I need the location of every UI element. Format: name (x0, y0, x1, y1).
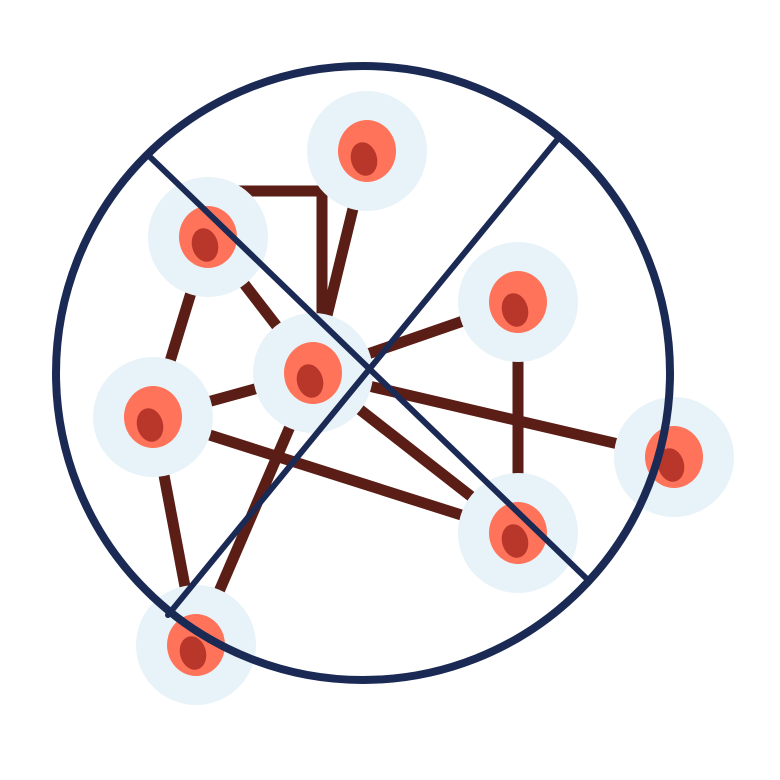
cell-n-right-upper (458, 242, 578, 362)
cell-n-upper-left (148, 177, 268, 297)
cell-nucleus (136, 408, 164, 442)
link-n-center-n-far-right (311, 367, 676, 463)
prohibition-sign (52, 62, 674, 684)
cell-nucleus (179, 636, 207, 670)
nodes-layer (93, 91, 734, 705)
ban-circle (52, 62, 674, 684)
link-bracket (232, 185, 328, 330)
ban-slash-up (165, 137, 560, 618)
link-n-left-n-lower-right (151, 411, 520, 539)
cell-nucleus (191, 228, 219, 262)
cell-nucleus (501, 524, 529, 558)
cell-nucleus (657, 448, 685, 482)
cell-nucleus (501, 293, 529, 327)
cell-n-left (93, 357, 213, 477)
cell-n-lower-right (458, 473, 578, 593)
cell-n-center (253, 313, 373, 433)
cell-n-far-right (614, 397, 734, 517)
cell-nucleus (350, 142, 378, 176)
cell-n-top (307, 91, 427, 211)
cell-nucleus (296, 364, 324, 398)
